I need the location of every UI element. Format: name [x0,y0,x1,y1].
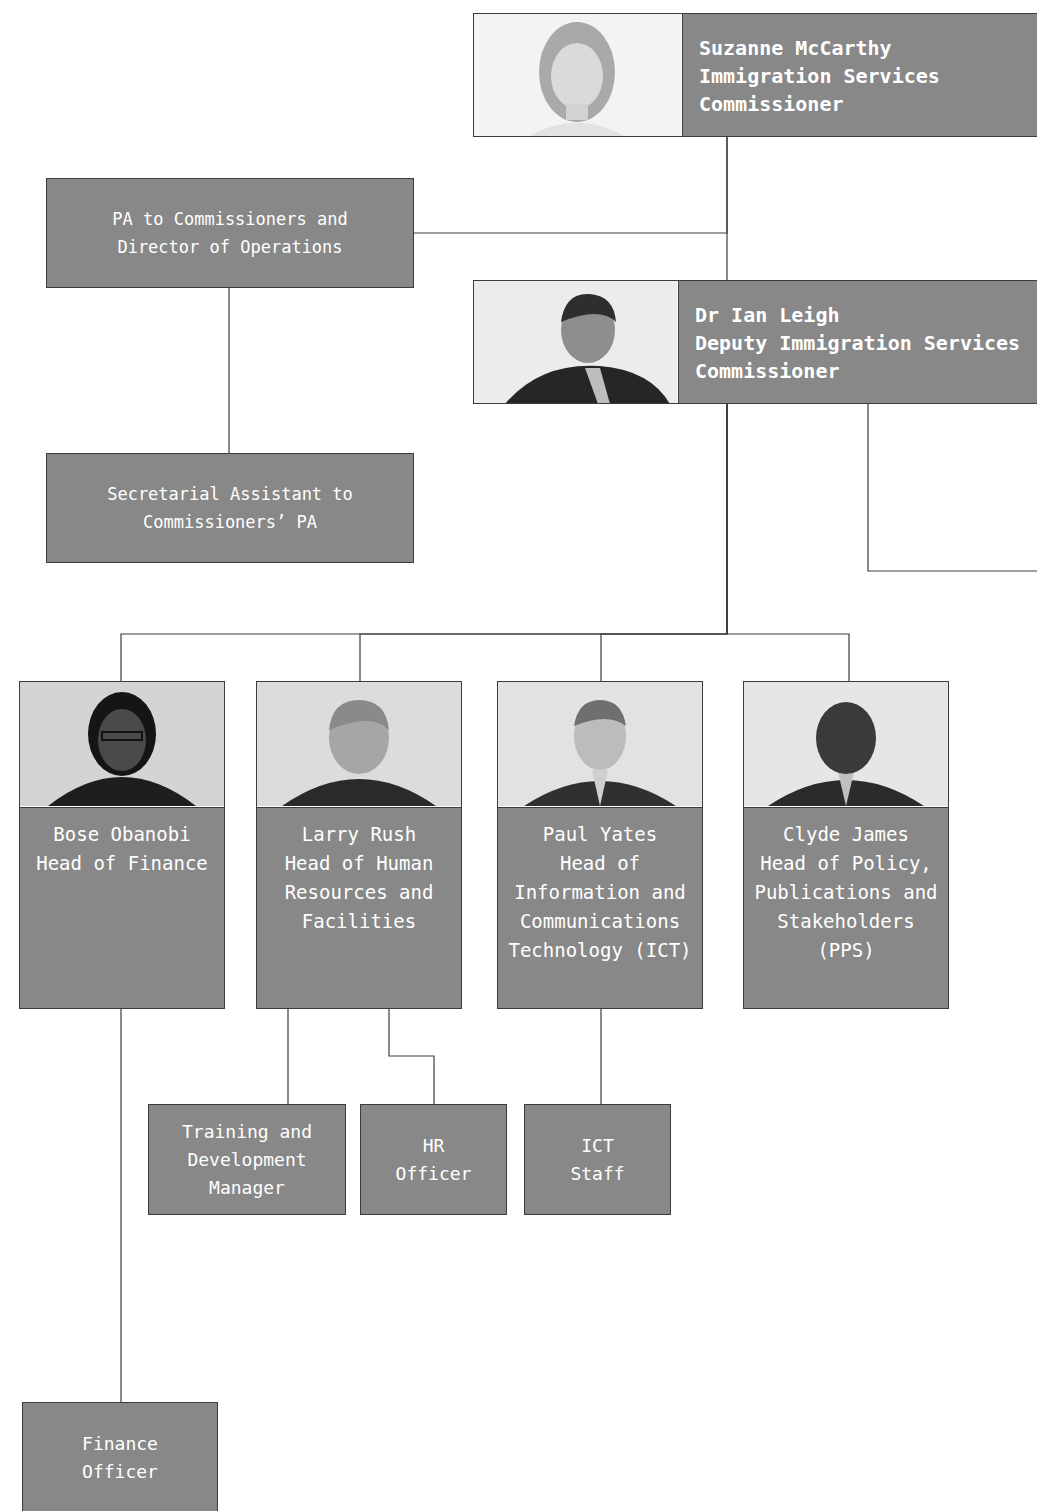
org-box: Clyde JamesHead of Policy, Publications … [743,681,949,1009]
portrait-photo [474,14,681,137]
org-box: Suzanne McCarthyImmigration Services Com… [473,13,1037,137]
portrait-photo [20,682,224,806]
person-name: Suzanne McCarthy [699,34,1029,62]
photo-frame [257,682,461,807]
portrait-photo [474,281,677,404]
org-box: Dr Ian LeighDeputy Immigration Services … [473,280,1037,404]
job-title: Deputy Immigration Services Commissioner [695,329,1029,385]
box-label: PA to Commissioners and Director of Oper… [67,205,393,261]
person-name: Larry Rush [265,820,453,849]
org-connector [228,288,229,453]
org-connector [601,404,727,681]
text-pane: Finance Officer [23,1403,217,1511]
org-box: Finance Officer [22,1402,218,1511]
org-connector [727,404,849,681]
text-pane: Suzanne McCarthyImmigration Services Com… [682,14,1037,136]
text-pane: Dr Ian LeighDeputy Immigration Services … [678,281,1037,403]
job-title: Immigration Services Commissioner [699,62,1029,118]
text-pane: ICT Staff [525,1105,670,1214]
text-pane: HR Officer [361,1105,506,1214]
portrait-photo [744,682,948,806]
box-label: Finance Officer [47,1430,193,1486]
text-pane: Larry RushHead of Human Resources and Fa… [257,807,461,1008]
org-box: Paul YatesHead of Information and Commun… [497,681,703,1009]
job-title: Head of Human Resources and Facilities [265,849,453,936]
org-connector [360,404,727,681]
org-box: Training and Development Manager [148,1104,346,1215]
org-connector [414,137,727,233]
job-title: Head of Information and Communications T… [506,849,694,965]
photo-frame [474,281,678,403]
branch-line [868,404,1037,571]
text-pane: Bose ObanobiHead of Finance [20,807,224,1008]
photo-frame [498,682,702,807]
photo-frame [20,682,224,807]
text-pane: Secretarial Assistant to Commissioners’ … [47,454,413,562]
org-connector [600,1009,601,1104]
org-connector [120,1009,121,1402]
org-connector [287,1009,288,1104]
org-connector [389,1009,434,1104]
box-label: Training and Development Manager [173,1118,321,1202]
photo-frame [744,682,948,807]
person-name: Paul Yates [506,820,694,849]
portrait-photo [498,682,702,806]
org-box: Bose ObanobiHead of Finance [19,681,225,1009]
text-pane: Paul YatesHead of Information and Commun… [498,807,702,1008]
org-box: PA to Commissioners and Director of Oper… [46,178,414,288]
text-pane: PA to Commissioners and Director of Oper… [47,179,413,287]
box-label: ICT Staff [551,1132,644,1188]
person-name: Bose Obanobi [28,820,216,849]
box-label: Secretarial Assistant to Commissioners’ … [67,480,393,536]
org-box: ICT Staff [524,1104,671,1215]
person-name: Dr Ian Leigh [695,301,1029,329]
person-name: Clyde James [752,820,940,849]
org-box: Larry RushHead of Human Resources and Fa… [256,681,462,1009]
text-pane: Clyde JamesHead of Policy, Publications … [744,807,948,1008]
org-box: Secretarial Assistant to Commissioners’ … [46,453,414,563]
job-title: Head of Policy, Publications and Stakeho… [752,849,940,965]
job-title: Head of Finance [28,849,216,878]
text-pane: Training and Development Manager [149,1105,345,1214]
box-label: HR Officer [383,1132,484,1188]
org-box: HR Officer [360,1104,507,1215]
photo-frame [474,14,682,136]
org-connector [726,137,727,280]
portrait-photo [257,682,461,806]
